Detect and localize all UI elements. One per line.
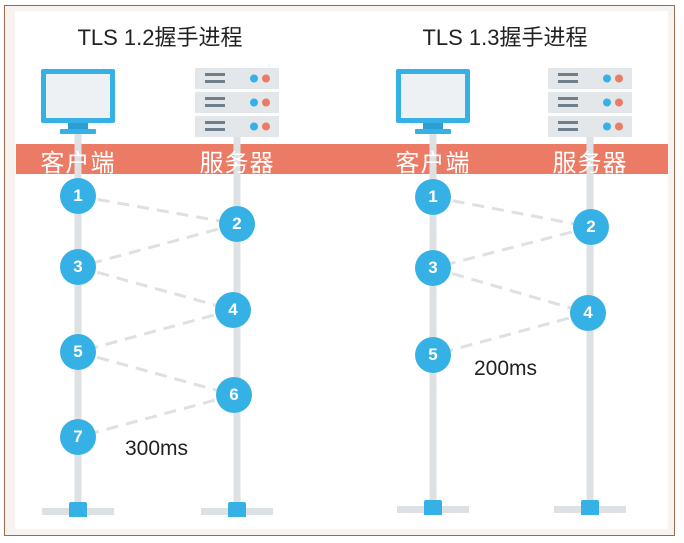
step-node: 3 [415, 250, 451, 286]
step-node: 3 [60, 249, 96, 285]
desktop-monitor-icon [395, 68, 471, 143]
step-node: 5 [60, 334, 96, 370]
message-link [432, 195, 592, 229]
server-base-foot [228, 502, 246, 517]
server-label: 服务器 [199, 150, 275, 177]
step-node: 1 [60, 178, 96, 214]
client-timeline [429, 130, 437, 508]
latency-label: 300ms [125, 437, 189, 460]
message-link [77, 393, 235, 439]
message-link [432, 225, 592, 270]
step-node: 2 [219, 206, 255, 242]
latency-label: 200ms [474, 357, 538, 380]
desktop-monitor-icon [40, 68, 116, 143]
step-node: 4 [570, 295, 606, 331]
step-node: 7 [60, 419, 96, 455]
message-link [77, 222, 238, 269]
message-link [77, 265, 234, 312]
message-link [77, 308, 234, 354]
client-timeline [74, 130, 82, 510]
header-band [16, 144, 668, 174]
server-base-foot [581, 500, 599, 515]
message-link [432, 311, 589, 357]
server-label: 服务器 [552, 150, 628, 177]
server-rack-icon [195, 68, 279, 145]
message-link [432, 266, 589, 315]
step-node: 1 [415, 179, 451, 215]
client-label: 客户端 [395, 150, 471, 177]
step-node: 5 [415, 337, 451, 373]
step-node: 2 [573, 209, 609, 245]
server-rack-icon [548, 68, 632, 145]
client-label: 客户端 [40, 150, 116, 177]
diagram-title: TLS 1.2握手进程 [77, 25, 243, 50]
message-link [77, 194, 238, 226]
step-node: 6 [216, 377, 252, 413]
diagram-title: TLS 1.3握手进程 [422, 25, 588, 50]
step-node: 4 [215, 292, 251, 328]
message-link [77, 350, 235, 397]
client-base-foot [424, 500, 442, 515]
client-base-foot [69, 502, 87, 517]
